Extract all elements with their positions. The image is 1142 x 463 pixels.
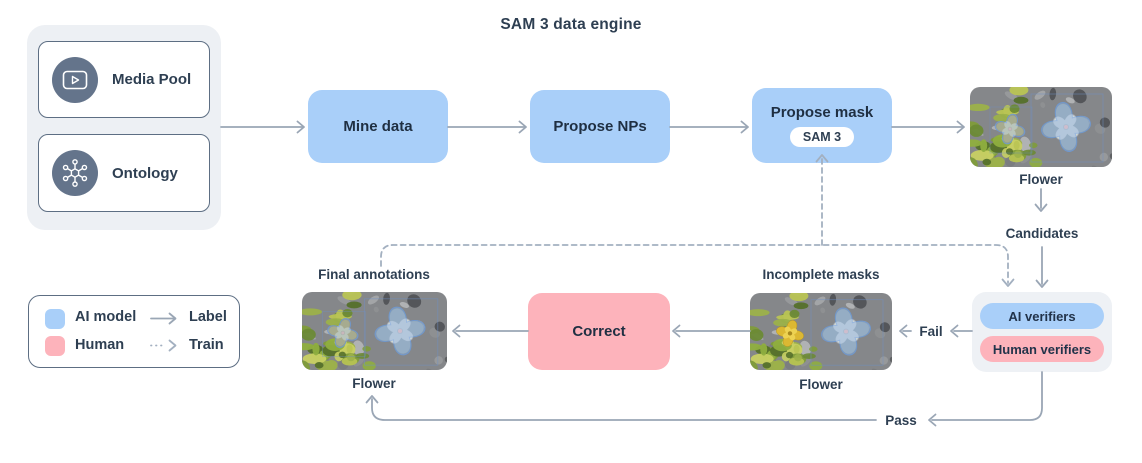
- arrow-pass-to-final: [365, 395, 877, 421]
- legend-ai-model-swatch: [45, 309, 65, 329]
- sam3-badge: SAM 3: [789, 127, 855, 147]
- arrow-mine-data-to-propose-nps: [447, 120, 527, 134]
- fail-label: Fail: [919, 324, 943, 339]
- ontology-icon: [52, 150, 98, 196]
- media-pool-icon: [52, 56, 98, 103]
- mine-data-box: Mine data: [308, 90, 448, 163]
- propose-nps-box: Propose NPs: [530, 90, 670, 163]
- train-final-to-verifiers: [380, 244, 1015, 287]
- incomplete-masks-title: Incomplete masks: [762, 267, 880, 282]
- candidates-label: Candidates: [1005, 226, 1079, 241]
- train-branch-to-propose-mask: [815, 154, 829, 246]
- propose-mask-box: Propose mask SAM 3: [752, 88, 892, 163]
- legend-train-arrow-label: Train: [189, 337, 224, 353]
- legend-label-arrow-label: Label: [189, 309, 227, 325]
- propose-nps-label: Propose NPs: [553, 118, 647, 135]
- arrow-verifiers-to-pass: [928, 371, 1043, 427]
- final-annotations-photo-label: Flower: [352, 376, 396, 391]
- arrow-incomplete-to-correct: [672, 324, 751, 338]
- arrow-photo-to-candidates: [1034, 188, 1048, 212]
- candidates-photo-label: Flower: [1019, 172, 1063, 187]
- ai-verifiers-label: AI verifiers: [1008, 308, 1076, 324]
- verifiers-panel: AI verifiers Human verifiers: [972, 292, 1112, 372]
- arrow-fail-to-incomplete: [899, 324, 912, 338]
- mine-data-label: Mine data: [343, 118, 413, 135]
- ontology-box: Ontology: [38, 134, 210, 212]
- incomplete-masks-photo-label: Flower: [799, 377, 843, 392]
- ai-verifiers-pill: AI verifiers: [980, 303, 1104, 329]
- legend-train-arrow-icon: [150, 339, 177, 352]
- pass-label: Pass: [885, 413, 917, 428]
- source-panel: Media Pool Ontology: [27, 25, 221, 230]
- legend-human-swatch: [45, 336, 65, 356]
- legend-label-arrow-icon: [150, 312, 177, 325]
- human-verifiers-pill: Human verifiers: [980, 336, 1104, 362]
- media-pool-label: Media Pool: [112, 71, 192, 88]
- human-verifiers-label: Human verifiers: [992, 341, 1092, 357]
- ontology-label: Ontology: [112, 164, 178, 182]
- propose-mask-label: Propose mask: [770, 104, 874, 121]
- arrow-verifiers-to-fail: [950, 324, 973, 338]
- arrow-propose-nps-to-propose-mask: [669, 120, 749, 134]
- legend-human-label: Human: [75, 337, 125, 353]
- candidates-photo: [970, 87, 1112, 167]
- arrow-candidates-to-verifiers: [1035, 246, 1049, 288]
- legend: AI model Human Label Train: [28, 295, 240, 368]
- correct-label: Correct: [572, 323, 626, 340]
- final-annotations-photo: [302, 292, 447, 370]
- final-annotations-title: Final annotations: [318, 267, 430, 282]
- diagram-title: SAM 3 data engine: [500, 16, 642, 33]
- arrow-correct-to-final: [452, 324, 529, 338]
- media-pool-box: Media Pool: [38, 41, 210, 118]
- arrow-sources-to-mine-data: [220, 120, 305, 134]
- legend-ai-model-label: AI model: [75, 309, 137, 325]
- incomplete-masks-photo: [750, 293, 892, 370]
- arrow-propose-mask-to-photo: [891, 120, 965, 134]
- correct-box: Correct: [528, 293, 670, 370]
